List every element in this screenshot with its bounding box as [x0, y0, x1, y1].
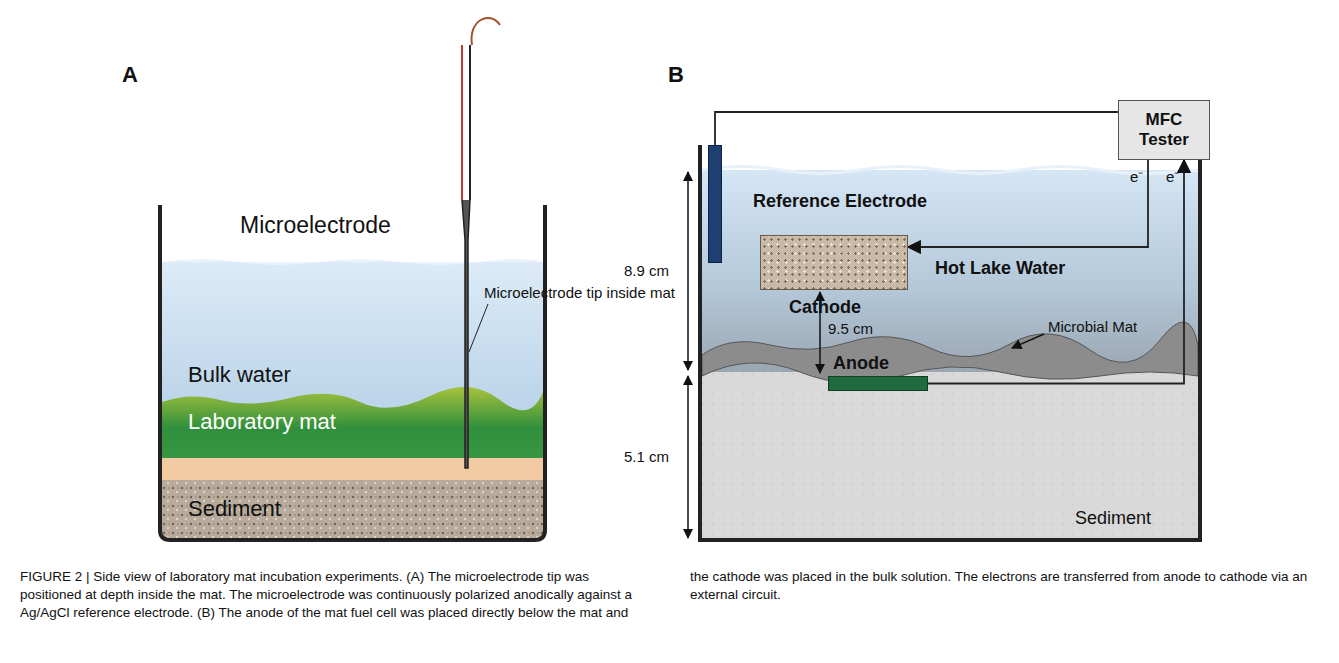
text-label: 9.5 cm [828, 320, 873, 337]
circuit-wire [928, 160, 1184, 384]
cathode: Cathode [760, 235, 908, 290]
text-label: 5.1 cm [624, 448, 669, 465]
text-label: Microelectrode [240, 212, 391, 239]
reference-electrode: Reference Electrode [708, 145, 722, 263]
anode: Anode [828, 376, 928, 391]
text-label: Laboratory mat [188, 410, 338, 434]
text-label: Sediment [188, 496, 281, 522]
text-label: 8.9 cm [624, 262, 669, 279]
node-label: Anode [833, 353, 889, 374]
node-label: Reference Electrode [753, 191, 927, 212]
node-label: MFC Tester [1119, 106, 1209, 154]
text-label: Hot Lake Water [935, 258, 1065, 279]
electron-label: e⁻ [1130, 166, 1143, 186]
electron-label: e⁻ [1166, 166, 1179, 186]
text-label: B [668, 62, 684, 88]
tester-box: MFC Tester [1118, 100, 1210, 160]
circuit-wire [908, 160, 1148, 247]
figure-caption: FIGURE 2 | Side view of laboratory mat i… [20, 568, 1320, 622]
text-label: Bulk water [188, 362, 291, 388]
text-label: Microbial Mat [1048, 318, 1137, 335]
node-label: Cathode [789, 297, 861, 318]
text-label: A [122, 62, 138, 88]
circuit-wire [715, 112, 1118, 145]
text-label: Microelectrode tip inside mat [484, 284, 675, 301]
text-label: Sediment [1075, 508, 1151, 529]
